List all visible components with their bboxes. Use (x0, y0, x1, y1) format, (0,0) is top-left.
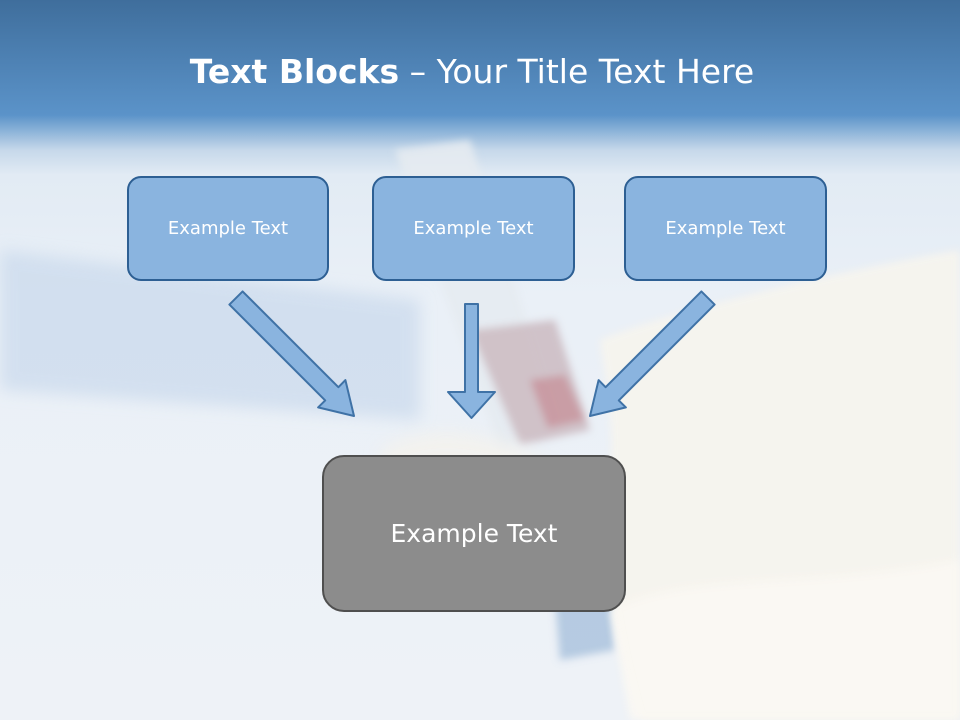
text-block-right: Example Text (624, 176, 827, 281)
center-text-block-label: Example Text (390, 519, 558, 548)
text-block-middle-label: Example Text (413, 218, 534, 239)
center-text-block: Example Text (322, 455, 626, 612)
arrow-right-diagonal (589, 290, 716, 417)
title-bold-part: Text Blocks (189, 52, 400, 91)
title-rest-part: – Your Title Text Here (399, 52, 755, 91)
text-block-middle: Example Text (372, 176, 575, 281)
text-block-left: Example Text (127, 176, 329, 281)
slide-title: Text Blocks – Your Title Text Here (0, 52, 944, 91)
text-block-right-label: Example Text (665, 218, 786, 239)
arrow-left-diagonal (228, 290, 355, 417)
text-block-left-label: Example Text (167, 218, 289, 239)
arrow-center-down (447, 303, 496, 419)
